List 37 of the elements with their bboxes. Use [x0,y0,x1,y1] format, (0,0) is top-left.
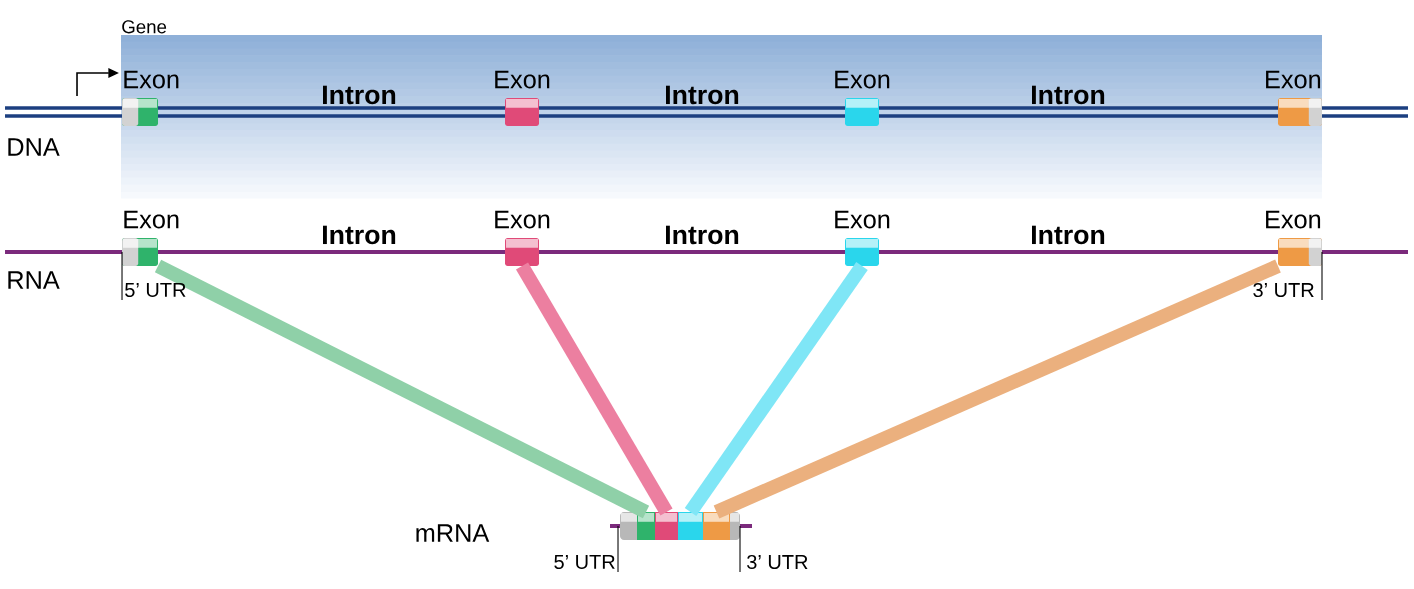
utr-label: 5’ UTR [554,555,615,569]
splicing-band [515,262,673,516]
splicing-band [713,259,1281,519]
node-label: Exon [1266,70,1321,89]
node-label: Exon [495,70,550,89]
intron-label: Intron [1032,225,1105,245]
node-label: Exon [1266,210,1321,229]
intron-label: Intron [323,85,396,105]
intron-label: Intron [666,225,739,245]
utr-label: 5’ UTR [125,283,186,297]
exon-cylinder: Exon [1266,210,1322,266]
node-label: Exon [835,210,890,229]
exon-cylinder: Exon [495,70,550,126]
exon-cylinder: Exon [122,210,179,266]
exon-segment [703,512,730,540]
exon-cylinder: Exon [835,70,890,126]
exon-segment [678,512,703,540]
exon-cylinder: Exon [835,210,890,266]
node-label: Gene [122,20,167,34]
utr-label: 3’ UTR [747,554,808,570]
node-label: Exon [495,210,550,229]
node-label: Exon [124,70,179,89]
strand-label: RNA [8,271,60,289]
intron-label: Intron [666,85,739,105]
splicing-band [684,262,868,516]
strand-label: DNA [8,138,60,156]
splicing-band [154,259,650,519]
node-label: Exon [835,70,890,89]
mrna-label: mRNA [416,524,490,542]
exon-segment [655,512,678,540]
intron-label: Intron [323,225,396,245]
exon-cylinder: Exon [1266,70,1322,126]
intron-label: Intron [1032,85,1105,105]
utr-label: 3’ UTR [1253,282,1314,298]
exon-cylinder: Exon [495,210,550,266]
node-label: Exon [124,210,179,229]
exon-cylinder: Exon [122,70,179,126]
